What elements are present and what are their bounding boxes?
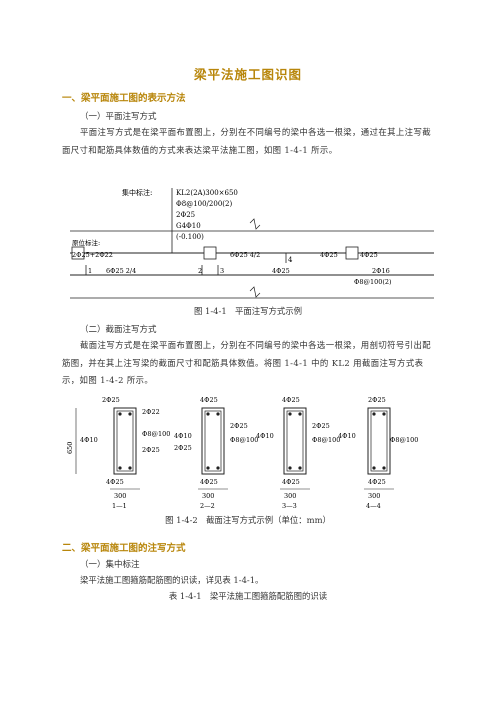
section3-top: 4Φ25 xyxy=(282,396,300,404)
section2-stirrup: Φ8@100 xyxy=(230,436,258,444)
table-caption: 表 1-4-1 梁平法施工图箍筋配筋图的识读 xyxy=(168,591,328,601)
section4-side: 4Φ10 xyxy=(338,432,356,440)
section1-width: 300 xyxy=(114,492,126,500)
cut-label-4: 4 xyxy=(288,256,293,264)
original-annotation-label: 原位标注: xyxy=(72,238,100,247)
section1-label: 1—1 xyxy=(112,502,127,510)
section4-top: 2Φ25 xyxy=(368,396,386,404)
concentrated-annotation-label: 集中标注: xyxy=(122,188,152,197)
concentrated-line-5: (-0.100) xyxy=(176,233,204,241)
section4-bottom: 4Φ25 xyxy=(368,478,386,486)
section2-heading: 二、梁平面施工图的注写方式 xyxy=(62,543,186,554)
section1-top: 2Φ25 xyxy=(102,396,120,404)
plane-annotation-figure: 集中标注: KL2(2A)300×650 Φ8@100/200(2) 2Φ25 … xyxy=(70,188,434,299)
original-bottom-mid: 4Φ25 xyxy=(272,267,290,275)
section1-heading: 一、梁平面施工图的表示方法 xyxy=(62,93,186,104)
section1-paragraph-plane: 平面注写方式是在梁平面布置图上，分别在不同编号的梁中各选一根梁，通过在其上注写截… xyxy=(62,127,431,155)
section3-top-extra: 2Φ25 xyxy=(312,422,330,430)
section2-top-extra: 2Φ25 xyxy=(230,422,248,430)
concentrated-line-4: G4Φ10 xyxy=(176,222,201,230)
figure2-caption: 图 1-4-2 截面注写方式示例（单位：mm） xyxy=(165,515,331,525)
original-mid-top: 6Φ25 4/2 xyxy=(230,251,260,259)
section4-width: 300 xyxy=(368,492,380,500)
section1-stirrup: Φ8@100 xyxy=(142,430,170,438)
original-right-top-1: 4Φ25 xyxy=(320,251,338,259)
section3-width: 300 xyxy=(284,492,296,500)
cross-section-1: 650 2Φ25 2Φ22 4Φ10 Φ8@100 2Φ25 4Φ25 300 … xyxy=(66,396,170,510)
section1-top-extra: 2Φ22 xyxy=(142,408,160,416)
section1-paragraph-section: 截面注写方式是在梁平面布置图上，分别在不同编号的梁中各选一根梁，用剖切符号引出配… xyxy=(62,340,431,385)
original-bottom-left: 6Φ25 2/4 xyxy=(106,267,136,275)
section2-side: 4Φ10 xyxy=(174,432,192,440)
section1-side: 4Φ10 xyxy=(80,436,98,444)
original-right-bottom-1: 2Φ16 xyxy=(372,267,390,275)
section2-width: 300 xyxy=(202,492,214,500)
section2-bottom-extra: 2Φ25 xyxy=(174,444,192,452)
cross-section-3: 4Φ25 2Φ25 4Φ10 Φ8@100 4Φ25 300 3—3 xyxy=(256,396,340,510)
cross-section-2: 4Φ25 2Φ25 4Φ10 Φ8@100 2Φ25 4Φ25 300 2—2 xyxy=(174,396,258,510)
section2-line: 梁平法施工图箍筋配筋图的识读，详见表 1-4-1。 xyxy=(80,575,264,585)
section4-stirrup: Φ8@100 xyxy=(390,436,418,444)
section2-top: 4Φ25 xyxy=(200,396,218,404)
original-right-top-2: 4Φ25 xyxy=(360,251,378,259)
cut-label-1: 1 xyxy=(88,267,92,275)
section-annotation-figure: 650 2Φ25 2Φ22 4Φ10 Φ8@100 2Φ25 4Φ25 300 … xyxy=(66,396,418,510)
section1-bottom: 4Φ25 xyxy=(106,478,124,486)
section2-bottom: 4Φ25 xyxy=(200,478,218,486)
concentrated-line-3: 2Φ25 xyxy=(176,211,195,219)
concentrated-line-2: Φ8@100/200(2) xyxy=(176,200,232,208)
page-title: 梁平法施工图识图 xyxy=(193,67,302,82)
section1-bottom-extra: 2Φ25 xyxy=(142,446,160,454)
section-height-650: 650 xyxy=(66,442,74,454)
cross-section-4: 2Φ25 4Φ10 Φ8@100 4Φ25 300 4—4 xyxy=(338,396,418,510)
cut-label-2: 2 xyxy=(198,267,202,275)
original-top-left: 2Φ25+2Φ22 xyxy=(72,251,113,259)
section3-stirrup: Φ8@100 xyxy=(312,436,340,444)
cut-label-3: 3 xyxy=(220,267,224,275)
concentrated-line-1: KL2(2A)300×650 xyxy=(176,189,238,197)
section2-subheading-concentrated: （一）集中标注 xyxy=(80,560,140,570)
section3-bottom: 4Φ25 xyxy=(282,478,300,486)
section1-subheading-section: （二）截面注写方式 xyxy=(80,325,157,335)
section4-label: 4—4 xyxy=(366,502,381,510)
section3-label: 3—3 xyxy=(282,502,297,510)
section2-label: 2—2 xyxy=(200,502,215,510)
section3-side: 4Φ10 xyxy=(256,432,274,440)
original-right-bottom-2: Φ8@100(2) xyxy=(354,278,392,286)
figure1-caption: 图 1-4-1 平面注写方式示例 xyxy=(193,306,303,316)
section1-subheading-plane: （一）平面注写方式 xyxy=(80,112,157,122)
